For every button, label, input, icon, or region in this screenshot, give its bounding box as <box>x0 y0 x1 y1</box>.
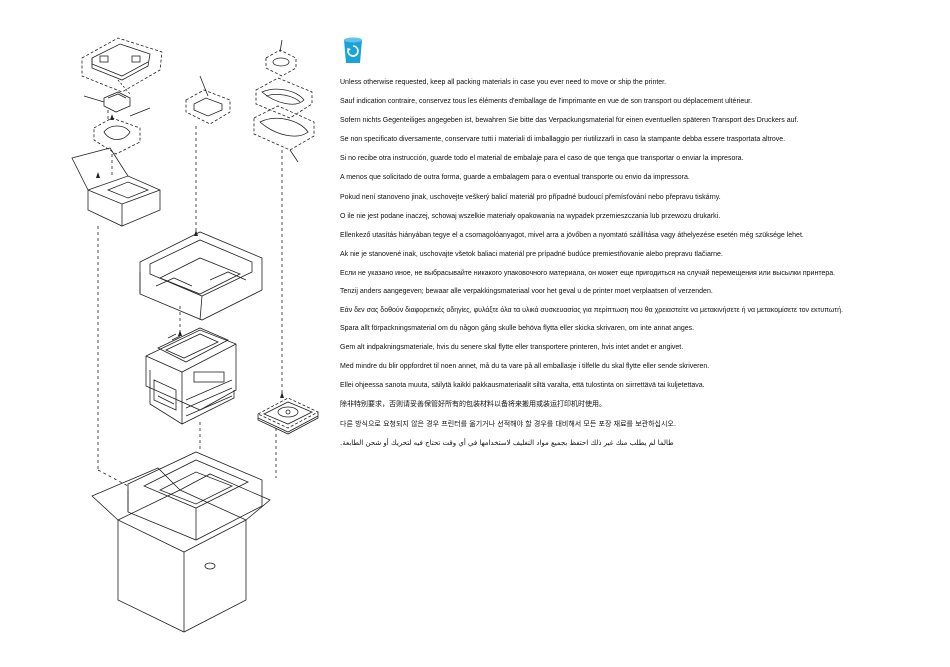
printer-illustration <box>145 327 237 425</box>
small-part-left <box>83 79 131 113</box>
foam-cushion-bottom <box>127 451 263 541</box>
instruction-zh: 除非特别要求，否则请妥善保管好所有的包装材料以备将来搬用或装运打印机时使用。 <box>340 400 606 409</box>
instruction-fi: Ellei ohjeessa sanota muuta, säilytä kai… <box>340 382 705 390</box>
instruction-ar: طالما لم يطلب منك غير ذلك احتفظ بجميع مو… <box>340 438 674 447</box>
instruction-hu: Ellenkező utasítás hiányában tegye el a … <box>340 231 804 239</box>
packing-diagram <box>71 37 319 633</box>
packing-instructions: Unless otherwise requested, keep all pac… <box>340 78 885 458</box>
foam-cushion-top <box>139 231 263 321</box>
instruction-sv: Spara allt förpackningsmaterial om du nå… <box>340 325 695 333</box>
small-part-center <box>185 75 231 125</box>
instruction-fr: Sauf indication contraire, conservez tou… <box>340 98 753 106</box>
open-carton-small <box>71 147 161 227</box>
cd-manual-pack <box>257 397 319 435</box>
cable-bundle-left <box>93 107 151 155</box>
instruction-de: Sofern nichts Gegenteiliges angegeben is… <box>340 117 799 125</box>
instruction-da: Gem alt indpakningsmateriale, hvis du se… <box>340 344 684 352</box>
small-part-right <box>265 39 297 77</box>
assembly-guide-lines <box>97 110 283 487</box>
shipping-carton <box>91 467 271 633</box>
instruction-el: Εάν δεν σας δοθούν διαφορετικές οδηγίες,… <box>340 307 843 315</box>
instruction-es: Si no recibe otra instrucción, guarde to… <box>340 155 744 163</box>
instruction-ru: Если не указано иное, не выбрасывайте ни… <box>340 269 836 277</box>
instruction-ko: 다른 방식으로 요청되지 않은 경우 프린터를 옮기거나 선적해야 할 경우를 … <box>340 419 677 428</box>
instruction-pl: O ile nie jest podane inaczej, schowaj w… <box>340 212 721 220</box>
instruction-cs: Pokud není stanoveno jinak, uschovejte v… <box>340 193 721 201</box>
cable-coil-bottom <box>253 105 315 163</box>
cable-coil-top <box>255 77 313 119</box>
instruction-it: Se non specificato diversamente, conserv… <box>340 136 786 144</box>
instruction-en: Unless otherwise requested, keep all pac… <box>340 79 667 86</box>
instruction-no: Med mindre du blir oppfordret til noen a… <box>340 363 710 371</box>
instruction-pt: A menos que solicitado de outra forma, g… <box>340 174 690 182</box>
recycle-bin-icon <box>344 37 362 63</box>
instruction-sk: Ak nie je stanovené inak, uschovajte vše… <box>340 250 723 258</box>
accessory-box-top-left <box>81 37 163 93</box>
instruction-nl: Tenzij anders aangegeven; bewaar alle ve… <box>340 287 713 295</box>
